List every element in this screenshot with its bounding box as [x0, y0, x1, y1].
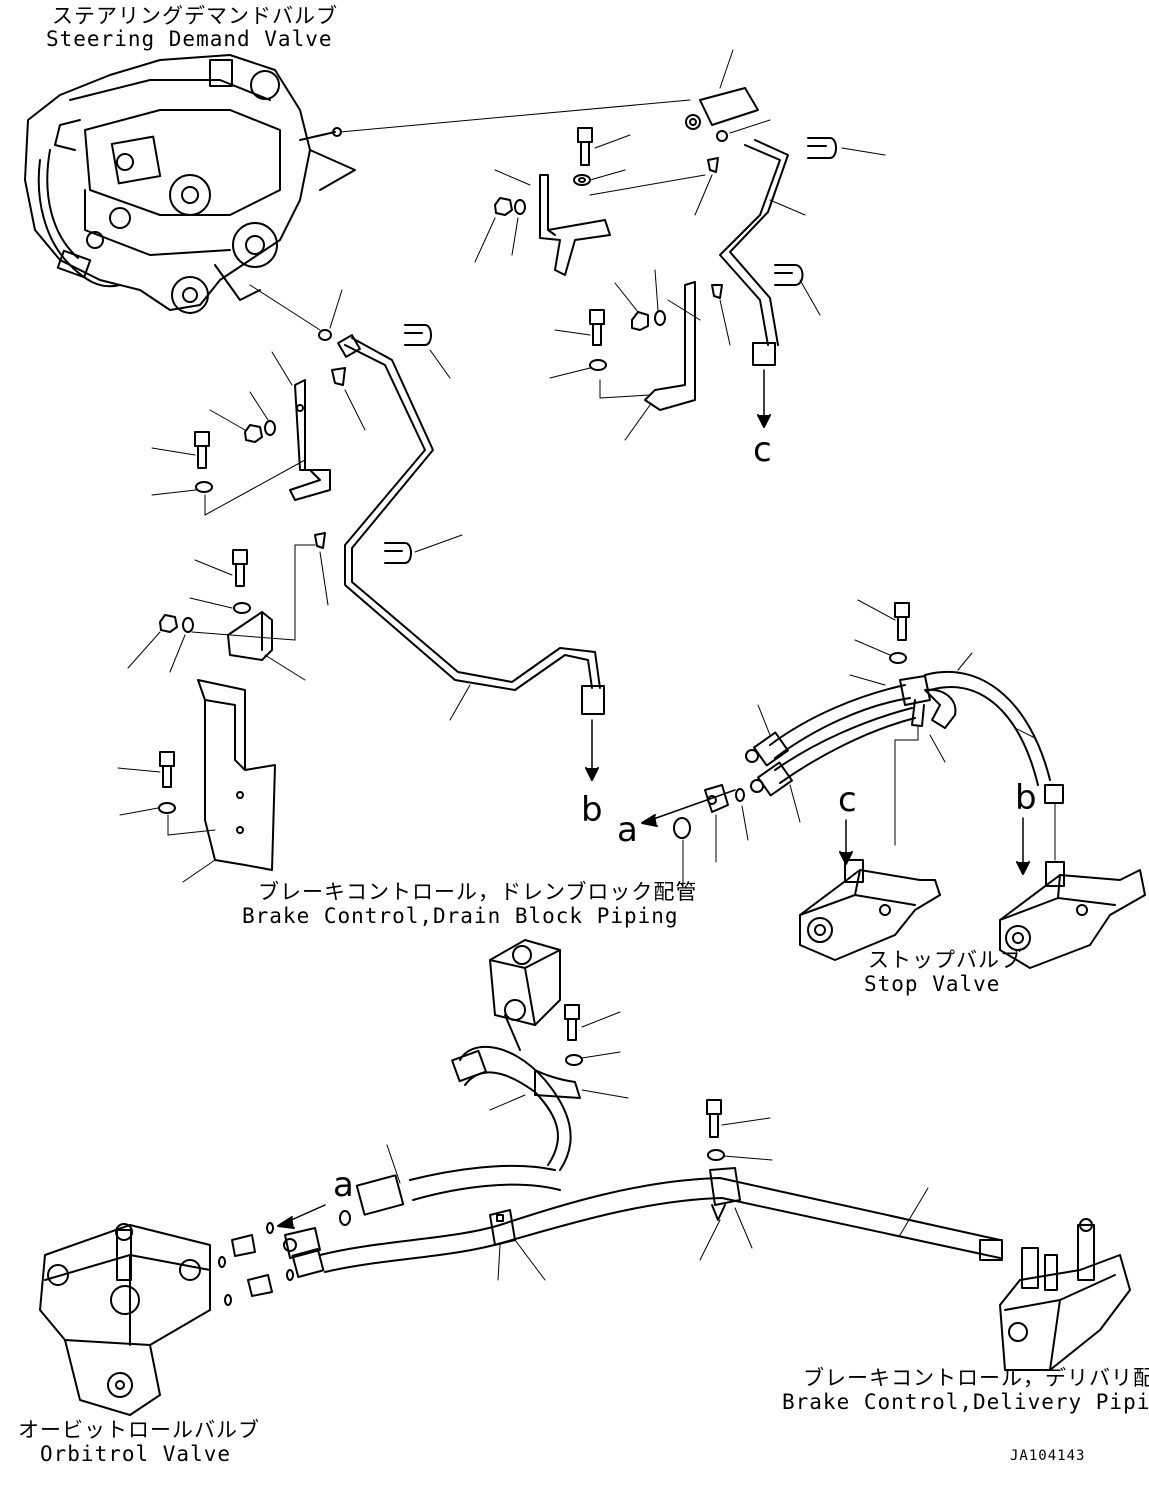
stop-valve-piping-drawing — [641, 599, 1146, 969]
connection-mark-b: b — [581, 790, 603, 830]
top-right-hardware — [474, 49, 886, 441]
delivery-piping-label-jp: ブレーキコントロール，デリバリ配管 — [803, 1366, 1149, 1390]
drawing-code: JA104143 — [1010, 1448, 1086, 1464]
steering-demand-valve-drawing — [24, 54, 356, 314]
steering-demand-valve-label: Steering Demand Valve — [46, 27, 333, 51]
leader-lines — [249, 99, 691, 331]
connection-mark-c-top: c — [753, 430, 772, 470]
delivery-piping-label: Brake Control,Delivery Piping — [782, 1390, 1149, 1414]
orbitrol-valve-label-jp: オービットロールバルブ — [18, 1418, 260, 1442]
steering-demand-valve-label-jp: ステアリングデマンドバルブ — [52, 4, 338, 28]
stop-valve-label: Stop Valve — [864, 972, 1001, 996]
connection-mark-b-stop: b — [1015, 778, 1037, 818]
drain-block-piping-drawing — [117, 289, 605, 883]
connection-mark-a-bottom: a — [333, 1165, 354, 1205]
drain-block-label-jp: ブレーキコントロール，ドレンブロック配管 — [258, 880, 698, 904]
orbitrol-valve-label: Orbitrol Valve — [40, 1442, 232, 1466]
connection-mark-a: a — [617, 810, 638, 850]
delivery-piping-drawing — [39, 939, 1131, 1416]
connection-mark-c-stop: c — [838, 780, 857, 820]
stop-valve-label-jp: ストップバルブ — [868, 948, 1022, 972]
drain-block-label: Brake Control,Drain Block Piping — [242, 904, 679, 928]
